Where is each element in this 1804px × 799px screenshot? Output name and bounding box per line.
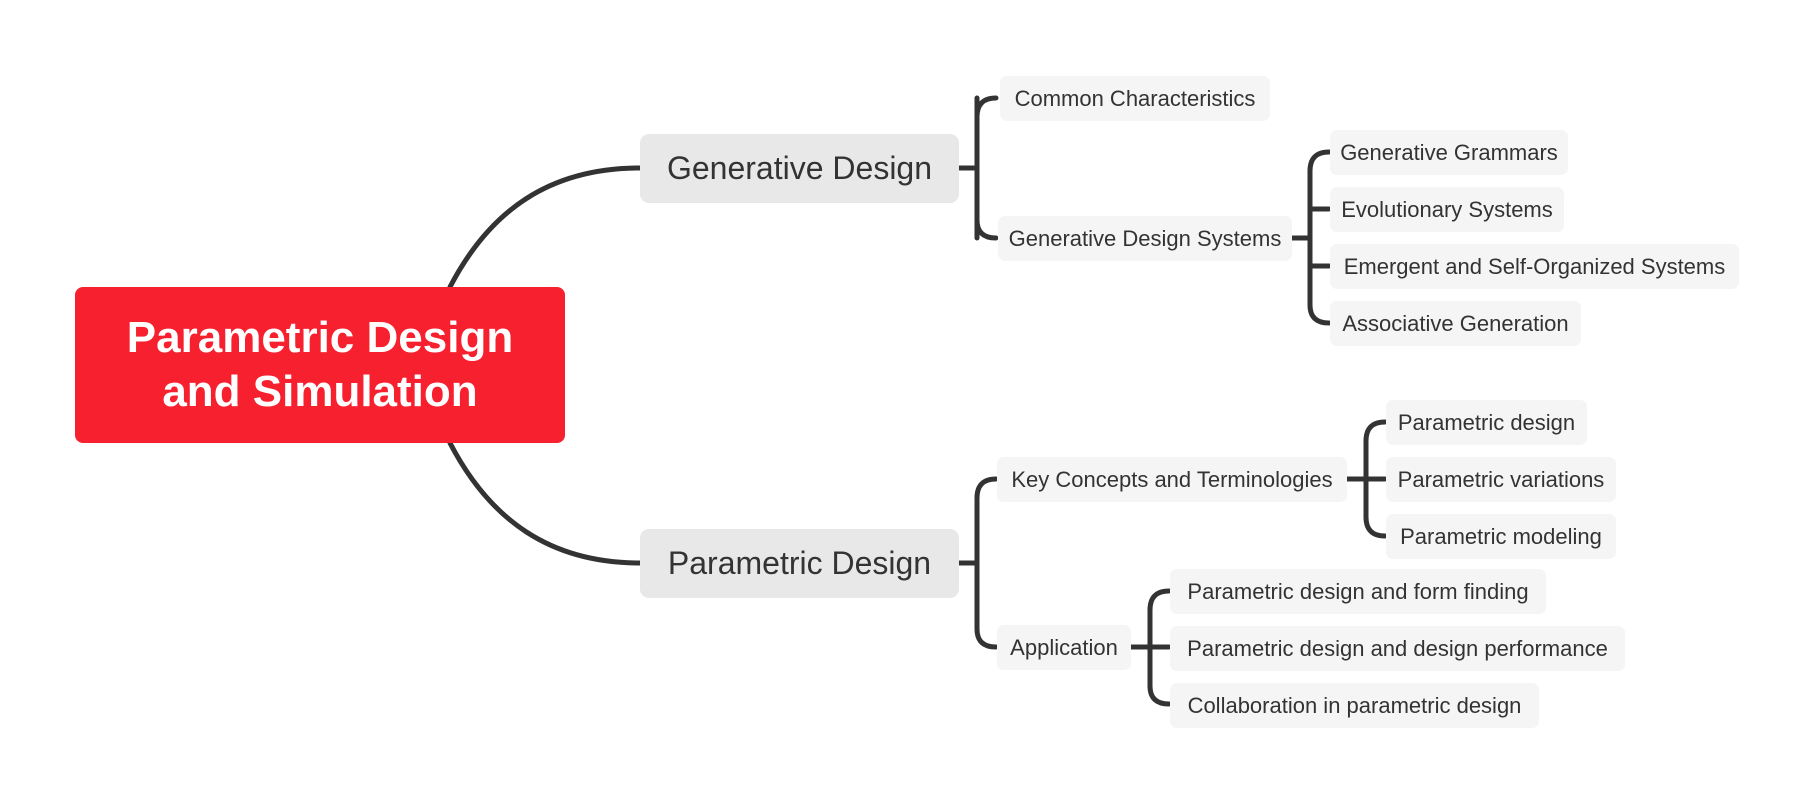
connector-concepts-fan xyxy=(1344,419,1388,539)
root-title-line1: Parametric Design xyxy=(126,313,514,362)
node-generative-design[interactable]: Generative Design xyxy=(640,134,959,203)
node-parametric-design-term[interactable]: Parametric design xyxy=(1386,400,1587,445)
node-common-characteristics-label: Common Characteristics xyxy=(1014,85,1256,111)
node-generative-design-systems-label: Generative Design Systems xyxy=(1008,225,1282,251)
node-associative-generation-label: Associative Generation xyxy=(1342,310,1569,336)
node-key-concepts-label: Key Concepts and Terminologies xyxy=(1011,466,1333,492)
node-generative-design-label: Generative Design xyxy=(666,150,933,186)
node-parametric-design-label: Parametric Design xyxy=(667,545,932,581)
node-form-finding-label: Parametric design and form ﬁnding xyxy=(1187,578,1529,604)
node-parametric-modeling[interactable]: Parametric modeling xyxy=(1386,514,1616,559)
root-title-line2: and Simulation xyxy=(162,367,478,416)
node-evolutionary-systems[interactable]: Evolutionary Systems xyxy=(1330,187,1564,232)
node-common-characteristics[interactable]: Common Characteristics xyxy=(1000,76,1270,121)
connector-application-fan xyxy=(1128,588,1172,707)
connector-generative-fan xyxy=(956,95,999,241)
node-parametric-modeling-label: Parametric modeling xyxy=(1400,523,1602,549)
connector-root-parametric xyxy=(447,440,643,566)
node-application[interactable]: Application xyxy=(997,625,1131,670)
node-emergent-systems[interactable]: Emergent and Self-Organized Systems xyxy=(1330,244,1739,289)
node-parametric-variations-label: Parametric variations xyxy=(1397,466,1605,492)
node-generative-grammars[interactable]: Generative Grammars xyxy=(1330,130,1568,175)
connector-parametric-fan xyxy=(956,476,999,650)
node-associative-generation[interactable]: Associative Generation xyxy=(1330,301,1581,346)
node-generative-grammars-label: Generative Grammars xyxy=(1340,139,1558,165)
node-design-performance-label: Parametric design and design performance xyxy=(1187,635,1608,661)
node-parametric-design[interactable]: Parametric Design xyxy=(640,529,959,598)
node-design-performance[interactable]: Parametric design and design performance xyxy=(1170,626,1625,671)
root-node[interactable]: Parametric Design and Simulation xyxy=(75,287,565,443)
node-emergent-systems-label: Emergent and Self-Organized Systems xyxy=(1343,253,1726,279)
node-collaboration[interactable]: Collaboration in parametric design xyxy=(1170,683,1539,728)
node-form-finding[interactable]: Parametric design and form ﬁnding xyxy=(1170,569,1546,614)
connector-root-generative xyxy=(447,165,643,290)
node-evolutionary-systems-label: Evolutionary Systems xyxy=(1341,196,1553,222)
node-parametric-design-term-label: Parametric design xyxy=(1397,409,1576,435)
connector-systems-fan xyxy=(1289,149,1332,326)
node-generative-design-systems[interactable]: Generative Design Systems xyxy=(998,216,1292,261)
node-application-label: Application xyxy=(1010,634,1118,660)
node-parametric-variations[interactable]: Parametric variations xyxy=(1386,457,1616,502)
node-collaboration-label: Collaboration in parametric design xyxy=(1187,692,1522,718)
node-key-concepts[interactable]: Key Concepts and Terminologies xyxy=(997,457,1347,502)
